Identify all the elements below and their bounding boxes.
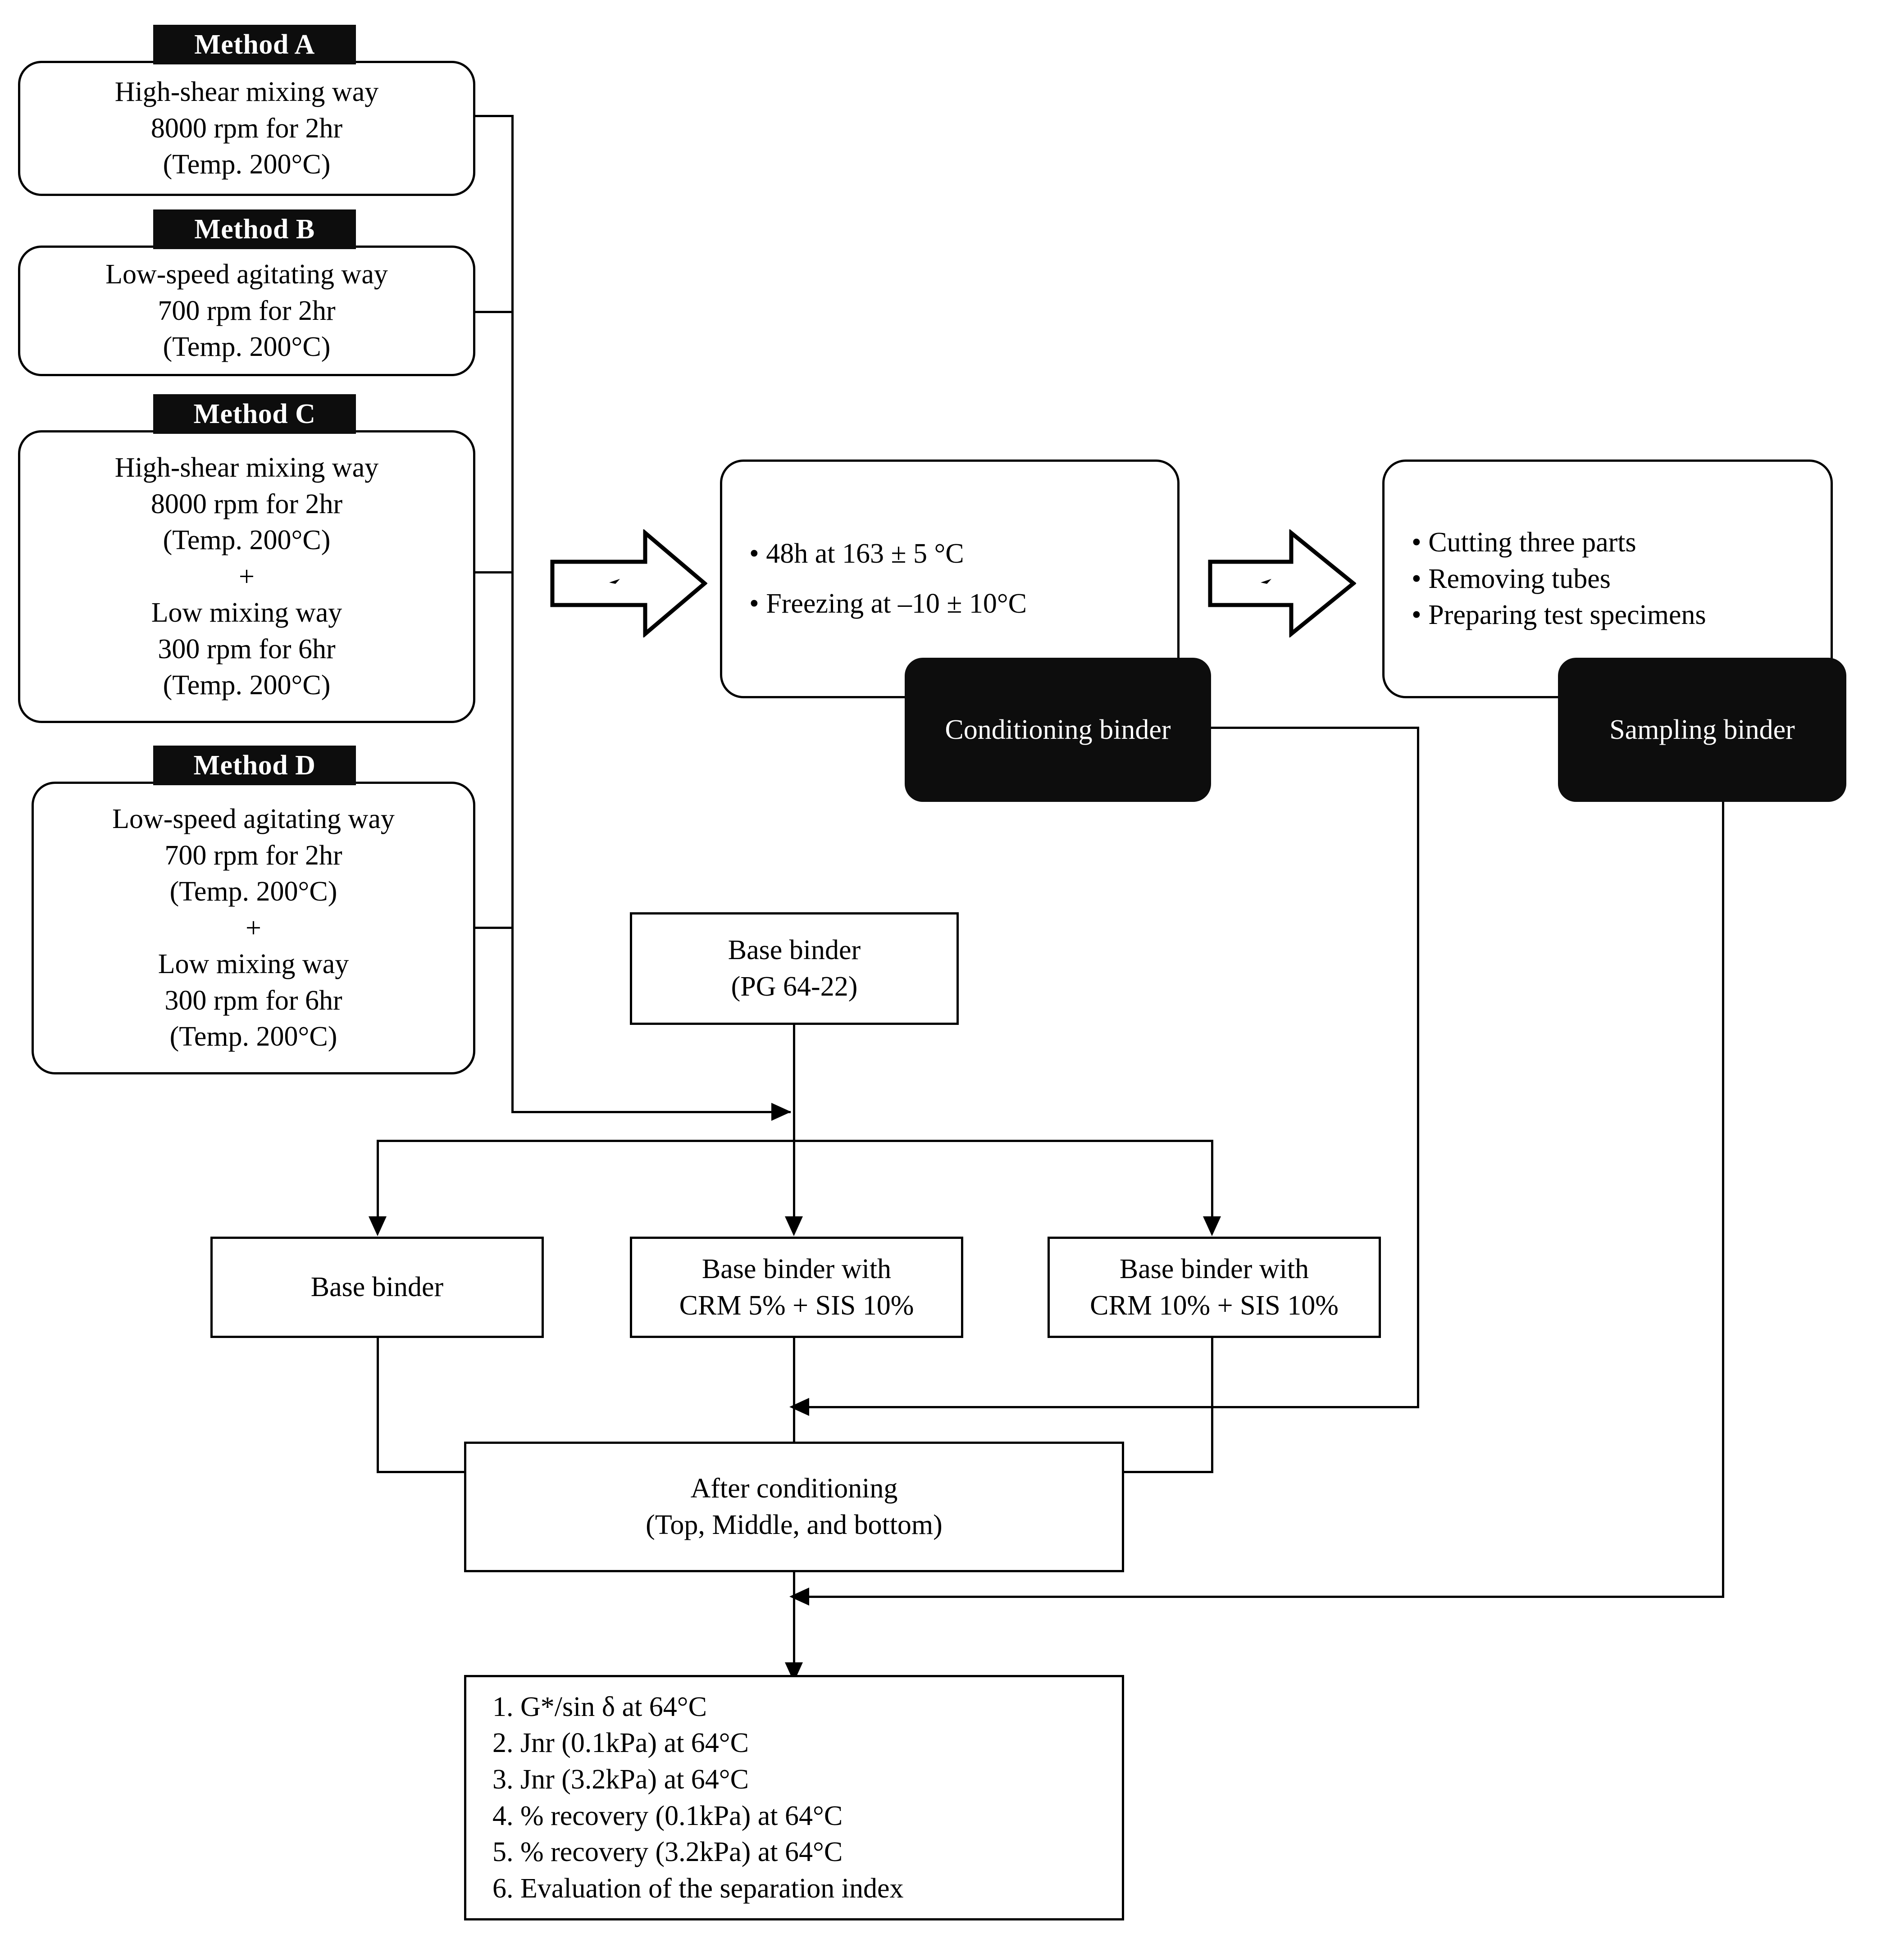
base-binder-source-box[interactable]: Base binder (PG 64-22) xyxy=(630,912,959,1025)
evaluation-item-2: 2. Jnr (0.1kPa) at 64°C xyxy=(492,1728,749,1759)
methods-bus-arrowhead xyxy=(771,1103,791,1121)
method-b-line-1: Low-speed agitating way xyxy=(105,259,388,290)
method-a-line-2: 8000 rpm for 2hr xyxy=(150,113,343,144)
method-d-stub xyxy=(473,927,514,929)
blend-box-3-line-2: CRM 10% + SIS 10% xyxy=(1090,1290,1339,1321)
method-c-line-3: (Temp. 200°C) xyxy=(163,525,331,556)
evaluation-item-1: 1. G*/sin δ at 64°C xyxy=(492,1691,707,1722)
method-c-box[interactable]: High-shear mixing way 8000 rpm for 2hr (… xyxy=(18,430,475,723)
blend-box-2-line-2: CRM 5% + SIS 10% xyxy=(679,1290,914,1321)
conditioning-out-h xyxy=(1210,727,1419,729)
conditioning-out-v xyxy=(1417,727,1419,1408)
evaluation-item-4: 4. % recovery (0.1kPa) at 64°C xyxy=(492,1800,843,1831)
conditioning-bullet-1: • 48h at 163 ± 5 °C xyxy=(749,538,964,569)
sampling-to-stem-arrowhead xyxy=(789,1588,809,1606)
evaluation-item-6: 6. Evaluation of the separation index xyxy=(492,1873,904,1904)
method-c-stub xyxy=(473,571,514,573)
method-b-tab-label: Method B xyxy=(194,214,315,245)
blend-branch-center-v xyxy=(793,1140,795,1223)
after-conditioning-line-2: (Top, Middle, and bottom) xyxy=(646,1510,943,1540)
method-a-tab: Method A xyxy=(153,25,356,64)
sampling-to-stem-h xyxy=(806,1596,1724,1598)
method-d-tab: Method D xyxy=(153,746,356,785)
conditioning-bullet-2: • Freezing at –10 ± 10°C xyxy=(749,588,1027,619)
sampling-bullet-3: • Preparing test specimens xyxy=(1412,600,1706,631)
base-binder-source-line-2: (PG 64-22) xyxy=(731,971,858,1002)
method-d-line-6: 300 rpm for 6hr xyxy=(164,985,342,1016)
block-arrow-to-conditioning xyxy=(550,529,707,637)
evaluation-item-5: 5. % recovery (3.2kPa) at 64°C xyxy=(492,1837,843,1868)
method-b-tab: Method B xyxy=(153,209,356,249)
sampling-out-v xyxy=(1722,800,1724,1598)
method-c-line-2: 8000 rpm for 2hr xyxy=(150,488,343,519)
method-a-line-3: (Temp. 200°C) xyxy=(163,149,331,180)
sampling-bullets: • Cutting three parts • Removing tubes •… xyxy=(1412,524,1706,633)
conditioning-bullet-gap xyxy=(749,572,1027,586)
blend-box-1-line-1: Base binder xyxy=(310,1272,444,1303)
method-c-tab-label: Method C xyxy=(193,398,316,429)
method-b-stub xyxy=(473,311,514,313)
method-b-line-3: (Temp. 200°C) xyxy=(163,332,331,363)
sampling-bullet-1: • Cutting three parts xyxy=(1412,527,1636,558)
blend-box-2-line-1: Base binder with xyxy=(701,1253,892,1284)
method-c-line-7: (Temp. 200°C) xyxy=(163,670,331,701)
blend-box-crm5-sis10[interactable]: Base binder with CRM 5% + SIS 10% xyxy=(630,1237,963,1338)
method-b-line-2: 700 rpm for 2hr xyxy=(158,295,336,326)
block-arrow-to-sampling xyxy=(1207,529,1356,637)
method-d-line-1: Low-speed agitating way xyxy=(112,803,395,834)
method-d-line-3: (Temp. 200°C) xyxy=(169,876,337,907)
blend-box-base-binder[interactable]: Base binder xyxy=(210,1237,544,1338)
conditioning-bullets: • 48h at 163 ± 5 °C • Freezing at –10 ± … xyxy=(749,536,1027,622)
blend-branch-left-v xyxy=(377,1140,379,1223)
method-c-tab: Method C xyxy=(153,394,356,434)
base-binder-source-line-1: Base binder xyxy=(728,935,861,966)
blend-merge-right-v xyxy=(1211,1338,1213,1473)
after-conditioning-box[interactable]: After conditioning (Top, Middle, and bot… xyxy=(464,1442,1124,1572)
conditioning-binder-label[interactable]: Conditioning binder xyxy=(905,658,1211,802)
method-a-line-1: High-shear mixing way xyxy=(114,77,379,108)
blend-branch-center-arrowhead xyxy=(785,1216,803,1236)
conditioning-to-stem-arrowhead xyxy=(789,1398,809,1416)
methods-bus-to-stem xyxy=(511,1111,791,1113)
conditioning-to-stem-h xyxy=(806,1406,1419,1408)
sampling-bullet-2: • Removing tubes xyxy=(1412,563,1611,594)
method-c-line-4: + xyxy=(239,561,255,592)
blend-branch-left-arrowhead xyxy=(369,1216,387,1236)
evaluation-box[interactable]: 1. G*/sin δ at 64°C 2. Jnr (0.1kPa) at 6… xyxy=(464,1675,1124,1920)
blend-merge-left-v xyxy=(377,1338,379,1473)
method-d-box[interactable]: Low-speed agitating way 700 rpm for 2hr … xyxy=(32,782,475,1074)
conditioning-binder-label-text: Conditioning binder xyxy=(945,714,1171,745)
method-c-line-5: Low mixing way xyxy=(151,597,342,628)
method-c-line-6: 300 rpm for 6hr xyxy=(158,633,336,664)
method-b-box[interactable]: Low-speed agitating way 700 rpm for 2hr … xyxy=(18,246,475,376)
method-d-line-5: Low mixing way xyxy=(158,949,349,980)
method-d-line-2: 700 rpm for 2hr xyxy=(164,840,342,871)
method-c-line-1: High-shear mixing way xyxy=(114,452,379,483)
blend-box-3-line-1: Base binder with xyxy=(1119,1253,1309,1284)
main-stem-lower xyxy=(793,1572,795,1687)
blend-branch-right-arrowhead xyxy=(1203,1216,1221,1236)
after-conditioning-line-1: After conditioning xyxy=(690,1473,898,1504)
method-d-tab-label: Method D xyxy=(193,750,316,781)
blend-branch-right-v xyxy=(1211,1140,1213,1223)
method-a-stub xyxy=(473,115,514,117)
base-binder-stem xyxy=(793,1025,795,1141)
methods-bus-line xyxy=(511,115,514,1113)
blend-box-crm10-sis10[interactable]: Base binder with CRM 10% + SIS 10% xyxy=(1048,1237,1381,1338)
method-a-box[interactable]: High-shear mixing way 8000 rpm for 2hr (… xyxy=(18,61,475,196)
sampling-binder-label[interactable]: Sampling binder xyxy=(1558,658,1846,802)
method-d-line-7: (Temp. 200°C) xyxy=(169,1021,337,1052)
sampling-binder-label-text: Sampling binder xyxy=(1609,714,1795,745)
method-d-line-4: + xyxy=(246,912,261,943)
method-a-tab-label: Method A xyxy=(194,29,315,60)
evaluation-item-3: 3. Jnr (3.2kPa) at 64°C xyxy=(492,1764,749,1795)
